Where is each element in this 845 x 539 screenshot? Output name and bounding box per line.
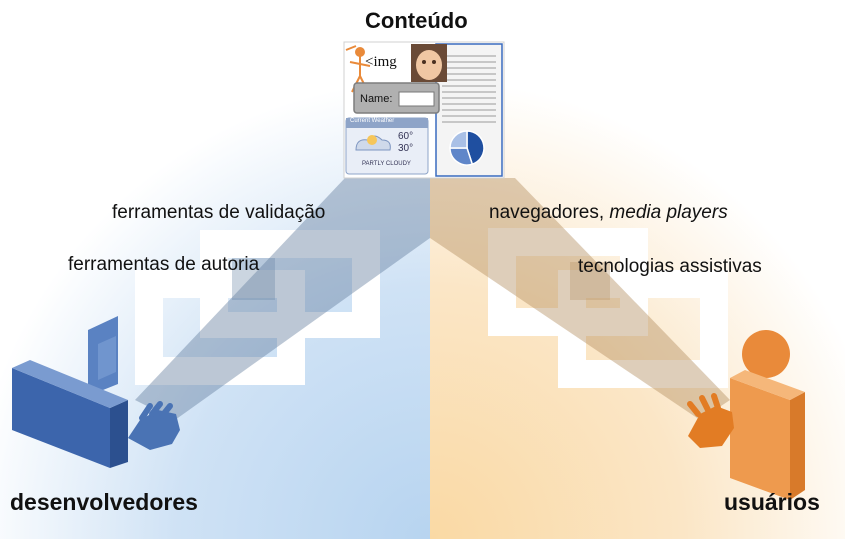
media-players-text: media players — [609, 202, 728, 223]
users-label: usuários — [724, 489, 820, 515]
weather-condition: PARTLY CLOUDY — [362, 161, 411, 167]
validation-tools-label: ferramentas de validação — [112, 202, 326, 223]
developers-label: desenvolvedores — [10, 489, 198, 515]
authoring-tools-label: ferramentas de autoria — [68, 254, 260, 275]
user-head — [742, 330, 790, 378]
name-field — [398, 91, 435, 107]
user-figure — [687, 330, 805, 500]
assistive-tech-label: tecnologias assistivas — [578, 256, 762, 277]
pie-slice — [449, 130, 468, 149]
pie-slice — [466, 130, 485, 166]
name-label: Name: — [360, 93, 393, 105]
left-tool-frames — [135, 230, 380, 385]
user-beam — [430, 178, 730, 420]
developer-figure — [12, 316, 180, 468]
weather-title: Current Weather — [350, 118, 395, 124]
weather-high: 60° — [398, 131, 414, 142]
pie-slice — [449, 147, 474, 166]
browsers-prefix: navegadores, — [489, 202, 610, 223]
content-title: Conteúdo — [365, 8, 468, 33]
pie-chart — [449, 130, 485, 166]
developer-beam — [135, 178, 430, 420]
weather-low: 30° — [398, 143, 414, 154]
content-card — [343, 41, 505, 179]
img-tag-text: <img — [365, 54, 397, 70]
browsers-label: navegadores, media players — [489, 202, 728, 224]
right-tool-frames — [488, 228, 728, 388]
